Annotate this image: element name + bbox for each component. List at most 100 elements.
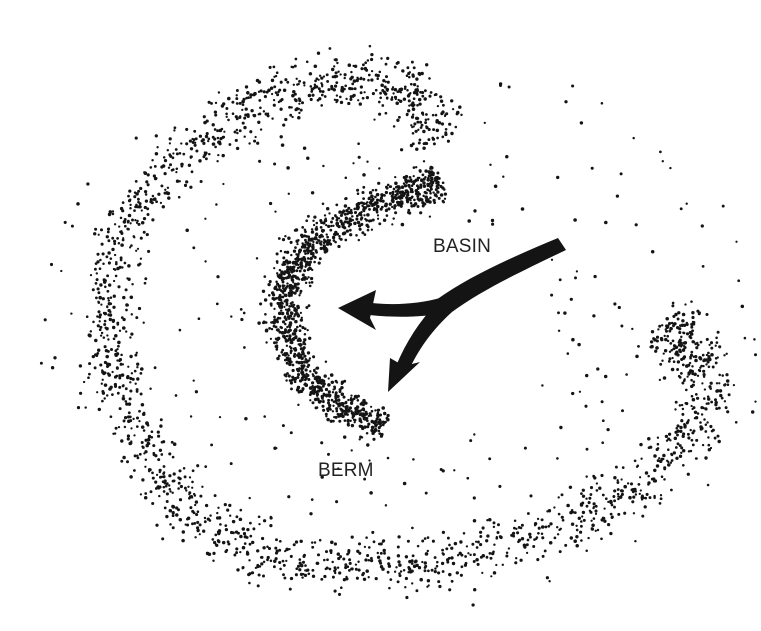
stipple-dot <box>710 346 714 350</box>
stipple-dot <box>134 219 137 222</box>
stipple-dot <box>663 348 668 353</box>
stipple-dot <box>513 519 517 523</box>
stipple-dot <box>409 143 414 148</box>
stipple-dot <box>706 395 710 398</box>
stipple-dot <box>350 449 353 452</box>
stipple-dot <box>314 79 317 83</box>
stipple-dot <box>291 115 294 119</box>
stipple-dot <box>129 207 132 210</box>
stipple-dot <box>116 391 120 395</box>
stipple-dot <box>178 152 182 155</box>
stipple-dot <box>601 419 605 423</box>
stipple-dot <box>683 378 686 381</box>
stipple-dot <box>263 415 267 418</box>
stipple-dot <box>707 351 710 355</box>
stipple-dot <box>166 148 170 152</box>
stipple-dot <box>348 407 351 411</box>
stipple-dot <box>139 186 143 191</box>
stipple-dot <box>278 268 282 272</box>
stipple-dot <box>280 351 283 354</box>
stipple-dot <box>663 334 666 338</box>
stipple-dot <box>295 253 298 256</box>
stipple-dot <box>231 519 236 524</box>
stipple-dot <box>674 312 678 317</box>
stipple-dot <box>658 324 662 328</box>
stipple-dot <box>572 510 575 514</box>
stipple-dot <box>412 82 417 87</box>
stipple-dot <box>63 220 67 224</box>
stipple-dot <box>219 523 222 526</box>
stipple-dot <box>300 390 304 393</box>
stipple-dot <box>529 494 533 498</box>
stipple-dot <box>631 500 635 504</box>
stipple-dot <box>361 190 365 195</box>
stipple-dot <box>322 408 326 412</box>
stipple-dot <box>704 423 708 426</box>
stipple-dot <box>428 200 432 204</box>
stipple-dot <box>299 539 303 543</box>
stipple-dot <box>173 126 177 130</box>
stipple-dot <box>410 180 414 183</box>
stipple-dot <box>366 204 370 208</box>
stipple-dot <box>286 262 289 265</box>
stipple-dot <box>352 162 355 165</box>
stipple-dot <box>344 176 348 180</box>
stipple-dot <box>585 504 589 508</box>
stipple-dot <box>481 554 486 558</box>
stipple-dot <box>235 94 238 97</box>
stipple-dot <box>278 306 282 309</box>
stipple-dot <box>621 409 624 413</box>
stipple-dot <box>178 328 182 332</box>
stipple-dot <box>190 496 194 499</box>
stipple-dot <box>283 250 287 254</box>
stipple-dot <box>670 321 674 325</box>
stipple-dot <box>305 305 309 310</box>
stipple-dot <box>291 279 295 282</box>
stipple-dot <box>677 341 680 344</box>
stipple-dot <box>680 446 684 450</box>
stipple-dot <box>120 373 125 377</box>
stipple-dot <box>183 475 187 479</box>
stipple-dot <box>617 305 621 310</box>
stipple-dot <box>275 260 279 263</box>
stipple-dot <box>318 74 322 77</box>
stipple-dot <box>301 372 305 376</box>
stipple-dot <box>636 464 640 467</box>
stipple-dot <box>123 425 127 429</box>
stipple-dot <box>109 347 114 352</box>
stipple-dot <box>286 282 289 285</box>
stipple-dot <box>343 204 348 208</box>
stipple-dot <box>579 121 584 125</box>
stipple-dot <box>168 488 172 491</box>
stipple-dot <box>330 380 335 385</box>
stipple-dot <box>436 190 440 194</box>
stipple-dot <box>315 241 319 245</box>
stipple-dot <box>433 556 437 559</box>
stipple-dot <box>439 99 444 103</box>
stipple-dot <box>352 79 357 83</box>
stipple-dot <box>144 458 148 461</box>
stipple-dot <box>288 587 292 591</box>
stipple-dot <box>638 476 642 479</box>
stipple-dot <box>362 400 365 404</box>
stipple-dot <box>659 150 662 154</box>
stipple-dot <box>298 558 302 561</box>
stipple-dot <box>664 328 667 331</box>
stipple-dot <box>439 467 443 472</box>
stipple-dot <box>422 160 426 163</box>
stipple-dot <box>161 537 165 541</box>
stipple-dot <box>422 194 425 198</box>
stipple-dot <box>253 91 257 96</box>
stipple-dot <box>257 120 261 124</box>
stipple-dot <box>491 551 495 556</box>
stipple-dot <box>344 238 348 242</box>
stipple-dot <box>136 247 140 250</box>
stipple-dot <box>357 238 361 242</box>
stipple-dot <box>257 573 261 577</box>
stipple-dot <box>289 381 293 385</box>
stipple-dot <box>129 389 133 393</box>
stipple-dot <box>98 320 101 323</box>
stipple-dot <box>431 180 435 184</box>
stipple-dot <box>362 208 366 212</box>
stipple-dot <box>360 76 363 79</box>
